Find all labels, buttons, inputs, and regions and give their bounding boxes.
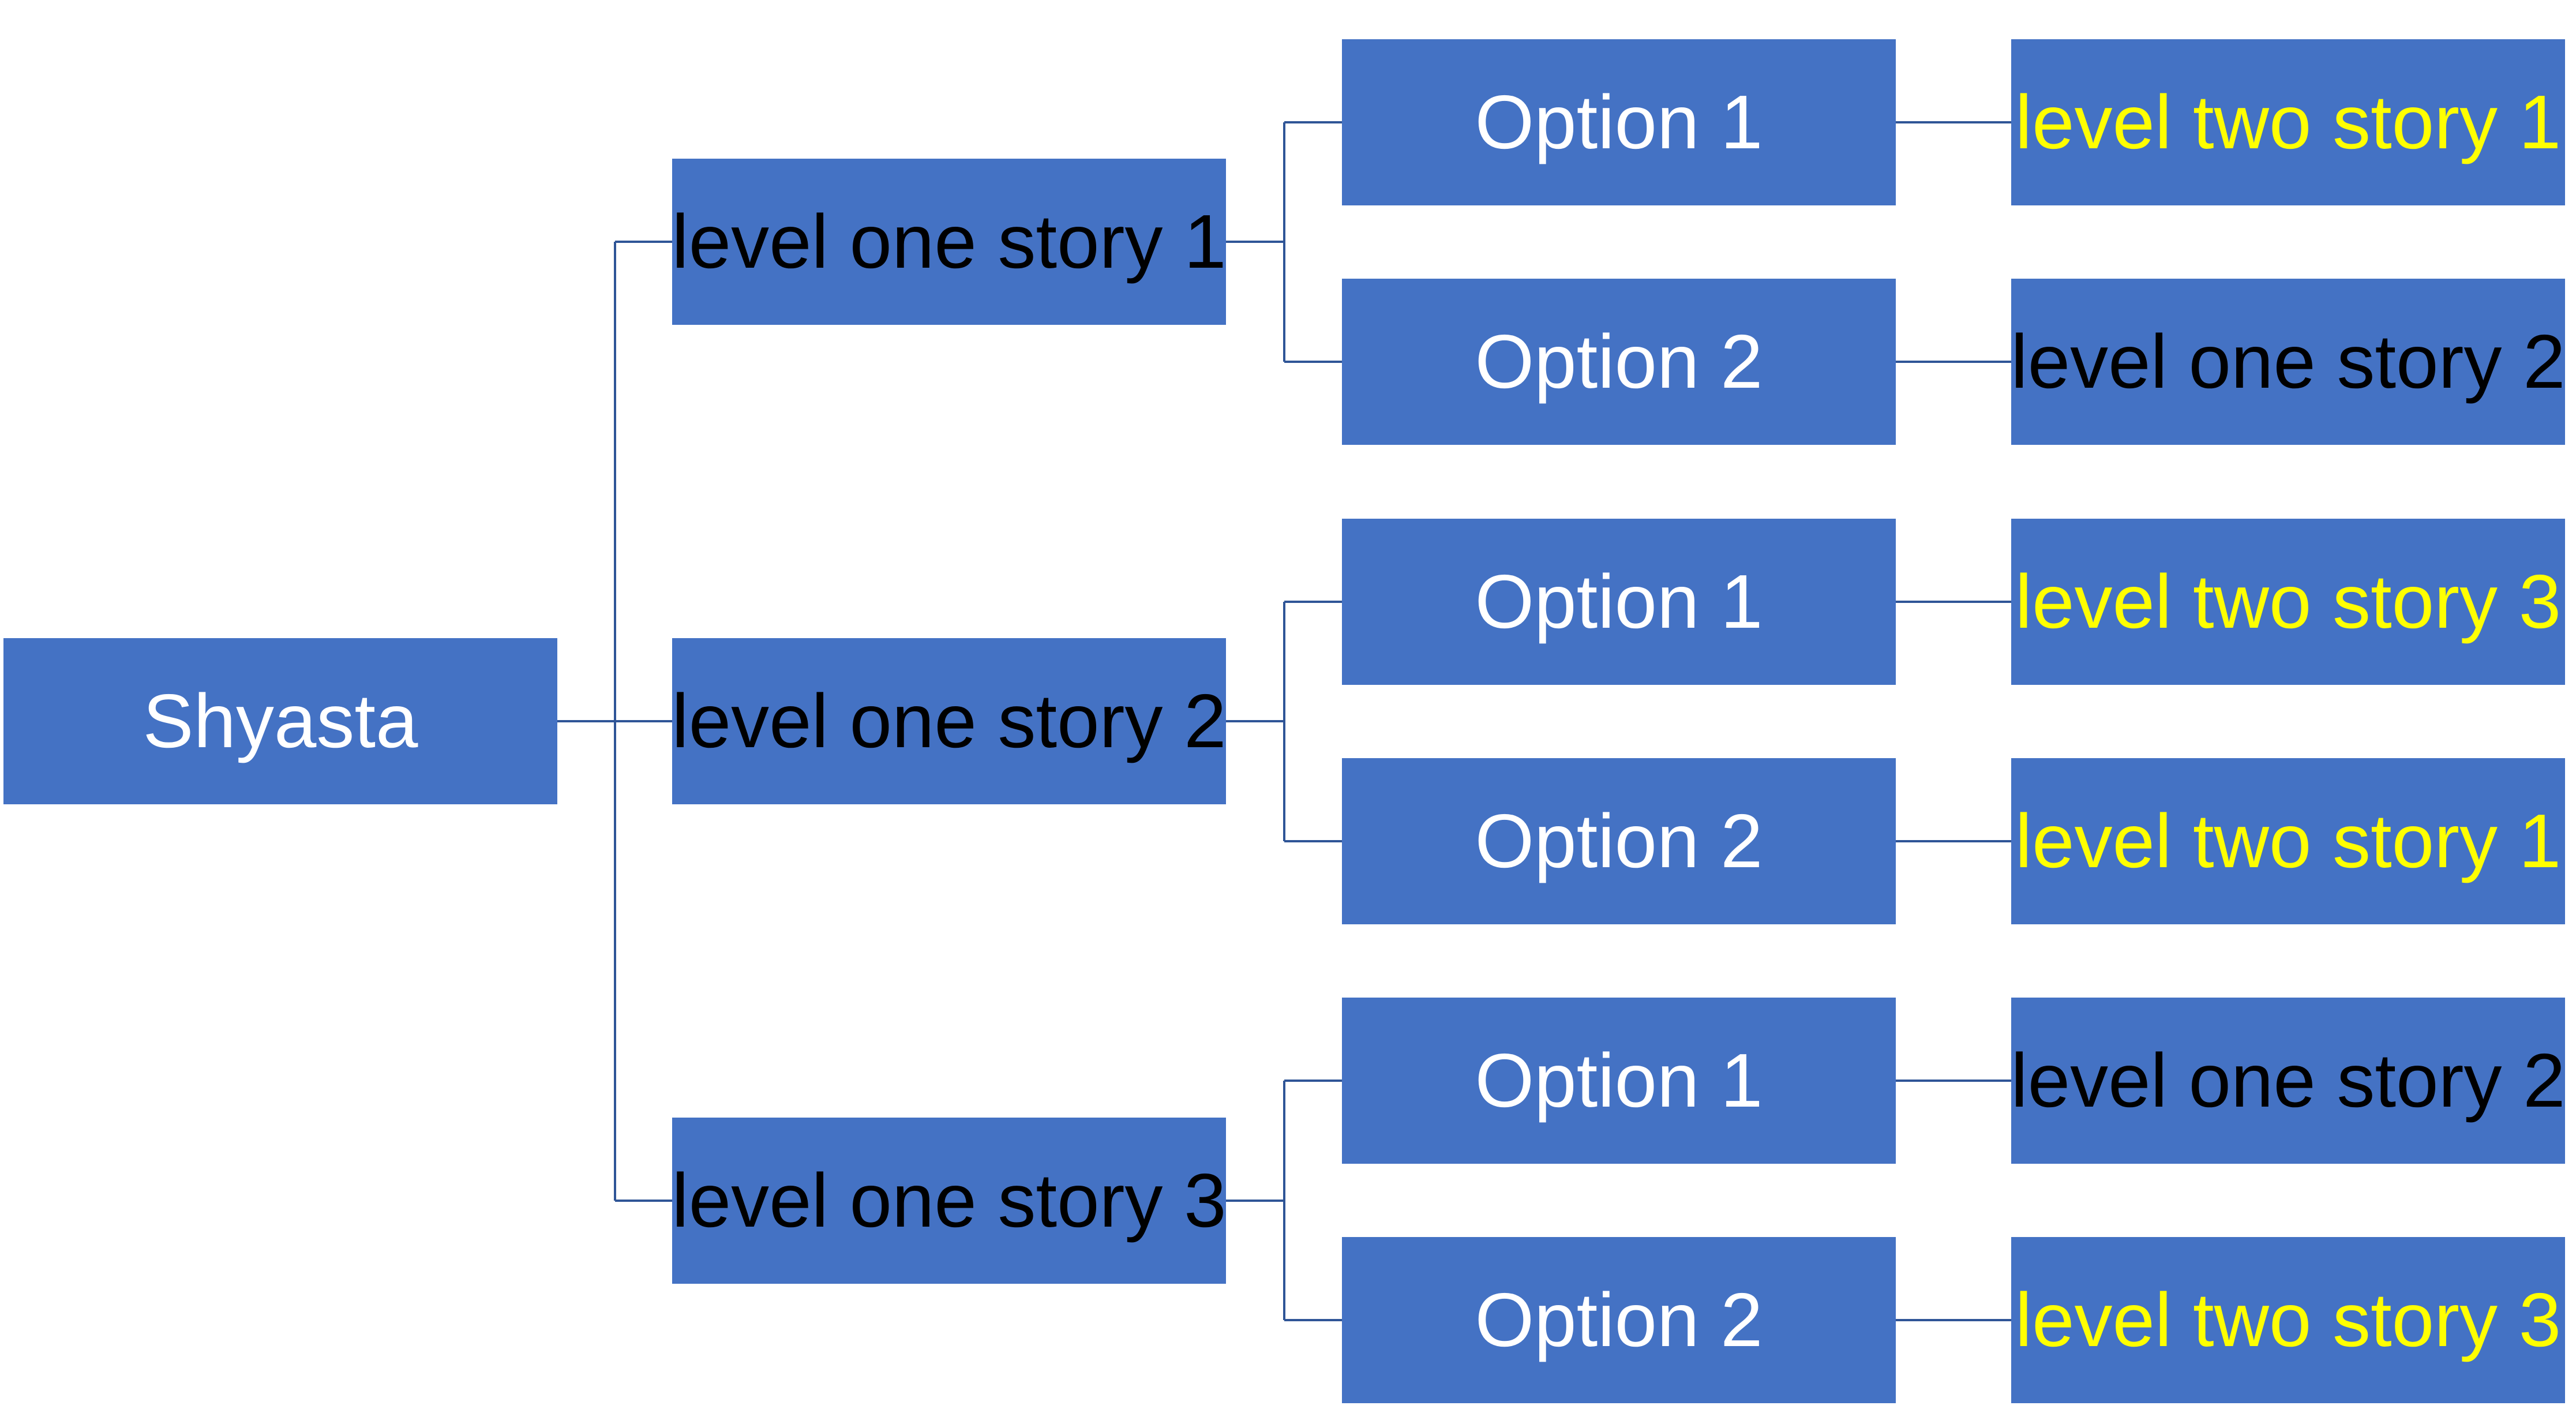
option-label: Option 2 [1475,799,1763,883]
outcome-node-4[interactable]: level two story 1 [2011,758,2565,924]
root-node-shyasta[interactable]: Shyasta [3,638,557,804]
outcome-label: level two story 1 [2015,80,2562,164]
level-one-story-1-node[interactable]: level one story 1 [672,159,1227,325]
option-node-story-3-option-2[interactable]: Option 2 [1342,1237,1896,1403]
level-one-story-2-label: level one story 2 [672,679,1227,763]
outcome-label: level one story 2 [2011,1038,2566,1123]
option-node-story-1-option-2[interactable]: Option 2 [1342,279,1896,445]
root-node-label: Shyasta [143,679,418,763]
outcome-label: level one story 2 [2011,319,2566,404]
option-label: Option 1 [1475,559,1763,644]
option-node-story-2-option-1[interactable]: Option 1 [1342,519,1896,685]
outcome-label: level two story 3 [2015,559,2562,644]
outcome-label: level two story 1 [2015,799,2562,883]
option-label: Option 2 [1475,319,1763,404]
option-node-story-3-option-1[interactable]: Option 1 [1342,998,1896,1164]
option-label: Option 2 [1475,1277,1763,1362]
option-node-story-2-option-2[interactable]: Option 2 [1342,758,1896,924]
outcome-node-3[interactable]: level two story 3 [2011,519,2565,685]
level-one-story-1-label: level one story 1 [672,199,1227,284]
outcome-node-1[interactable]: level two story 1 [2011,39,2565,205]
level-one-story-2-node[interactable]: level one story 2 [672,638,1227,804]
level-one-story-3-label: level one story 3 [672,1158,1227,1243]
level-one-story-3-node[interactable]: level one story 3 [672,1118,1227,1284]
option-node-story-1-option-1[interactable]: Option 1 [1342,39,1896,205]
outcome-node-5[interactable]: level one story 2 [2011,998,2566,1164]
outcome-label: level two story 3 [2015,1277,2562,1362]
outcome-node-6[interactable]: level two story 3 [2011,1237,2565,1403]
option-label: Option 1 [1475,1038,1763,1123]
option-label: Option 1 [1475,80,1763,164]
outcome-node-2[interactable]: level one story 2 [2011,279,2566,445]
